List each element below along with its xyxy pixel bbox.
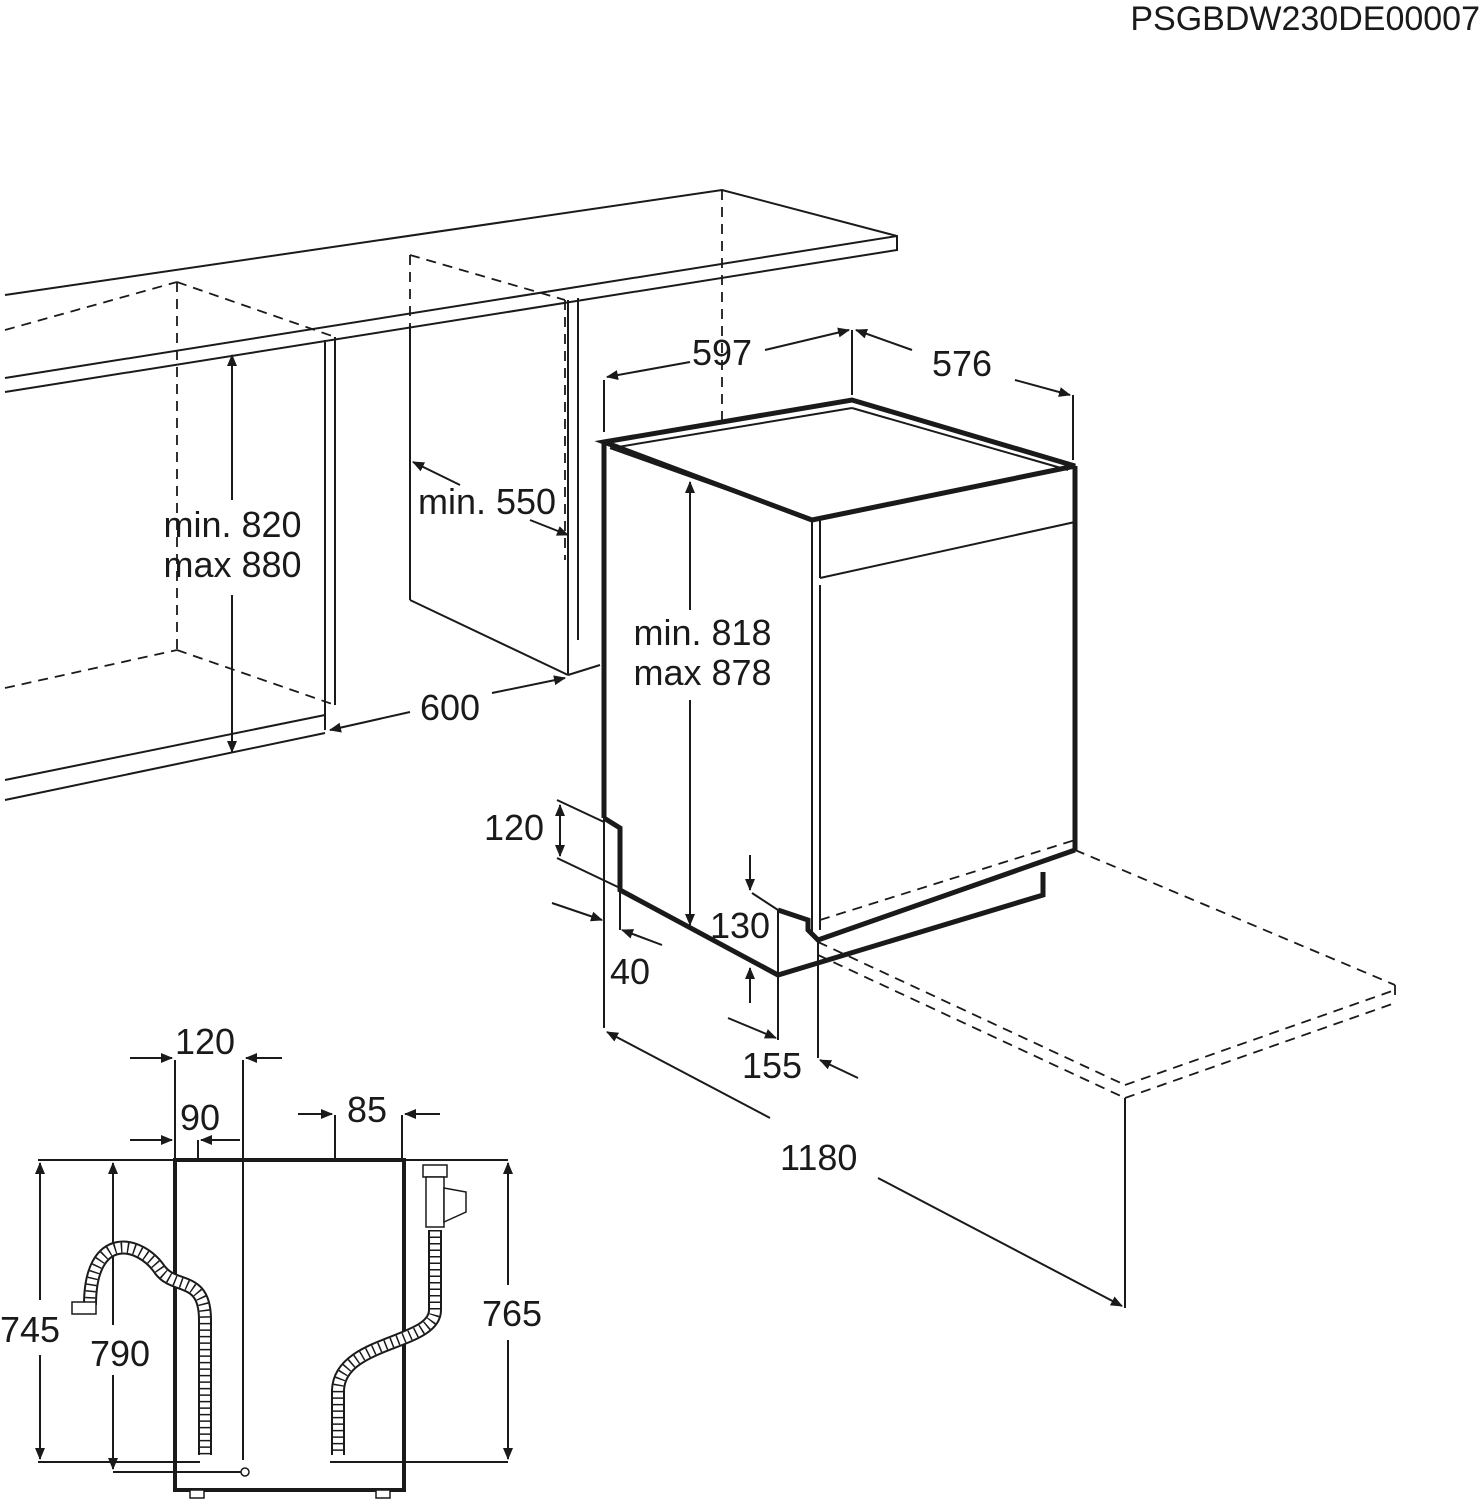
open-door-outline: [817, 849, 1396, 1099]
niche-width-label: 600: [420, 687, 481, 728]
toe-height-label: 130: [710, 905, 771, 946]
rear-height-745: 745: [0, 1309, 61, 1350]
document-code: PSGBDW230DE00007: [1130, 0, 1480, 38]
niche-depth-label: min. 550: [418, 481, 557, 522]
plinth-height-label: 120: [484, 807, 545, 848]
rear-height-765: 765: [482, 1293, 543, 1334]
rear-drain-offset-85: 85: [347, 1089, 388, 1130]
niche-height-label: min. 820 max 880: [150, 505, 315, 585]
appliance-height-max: max 878: [633, 652, 772, 693]
appliance-dimensions: [551, 327, 1126, 1308]
niche-height-min: min. 820: [163, 504, 302, 545]
plinth-recess-label: 40: [610, 951, 651, 992]
appliance-depth-label: 576: [932, 343, 993, 384]
rear-height-790: 790: [90, 1333, 151, 1374]
appliance-height-min: min. 818: [633, 612, 772, 653]
rear-inlet-offset-90: 90: [180, 1097, 221, 1138]
niche-dimensions: [227, 354, 569, 753]
appliance-height-label: min. 818 max 878: [620, 613, 785, 693]
rear-view: [35, 1053, 513, 1499]
niche-height-max: max 880: [163, 544, 302, 585]
dishwasher-body: [594, 397, 1078, 978]
door-open-depth-label: 1180: [780, 1137, 858, 1178]
appliance-width-label: 597: [692, 332, 753, 373]
worktop-cabinet: [4, 188, 898, 801]
rear-inlet-offset-120: 120: [175, 1021, 236, 1062]
toe-depth-label: 155: [742, 1045, 803, 1086]
